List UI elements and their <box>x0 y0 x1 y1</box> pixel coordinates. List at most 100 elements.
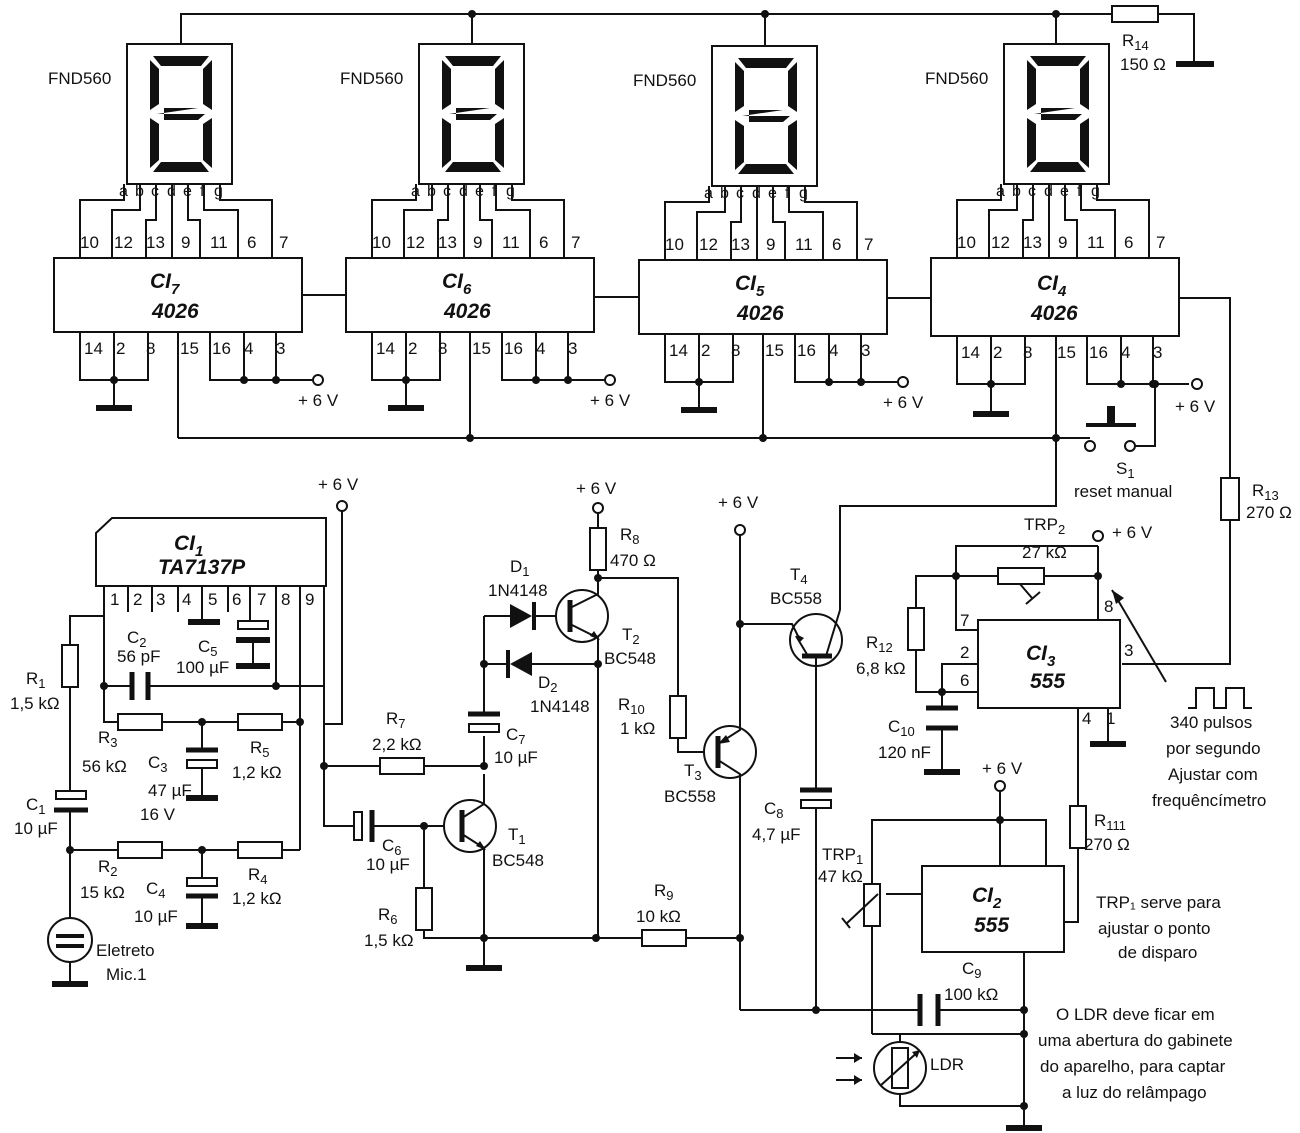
pin-label: 12 <box>114 233 133 252</box>
c9-sub: 9 <box>974 966 981 981</box>
ic-part: 4026 <box>443 300 491 323</box>
c10-ref: C <box>888 717 900 736</box>
r6-value: 1,5 kΩ <box>364 931 414 950</box>
pin-label: 12 <box>406 233 425 252</box>
capacitor-c9: C9 100 kΩ <box>740 959 1028 1026</box>
trp1-sub: 1 <box>856 852 863 867</box>
pin-label: 4 <box>536 339 545 358</box>
d2-ref: D <box>538 673 550 692</box>
pin-label: 3 <box>568 339 577 358</box>
d1-ref: D <box>510 557 522 576</box>
ic-ref: CI <box>1037 272 1059 295</box>
r9-value: 10 kΩ <box>636 907 681 926</box>
r1-ref: R <box>26 669 38 688</box>
r12-value: 6,8 kΩ <box>856 659 906 678</box>
t2-ref: T <box>622 625 632 644</box>
resistor-r14: R14 150 Ω <box>1111 5 1214 74</box>
r8-sub: 8 <box>632 532 639 547</box>
c4-ref: C <box>146 879 158 898</box>
c3-rating: 16 V <box>140 805 176 824</box>
c3-ref: C <box>148 753 160 772</box>
svg-text:R2: R2 <box>98 857 118 879</box>
pin-label: 11 <box>502 233 520 252</box>
svg-text:C10: C10 <box>888 717 915 739</box>
c7-value: 10 µF <box>494 748 538 767</box>
svg-text:CI3: CI3 <box>1026 642 1056 670</box>
r4-value: 1,2 kΩ <box>232 889 282 908</box>
transistor-t1: T1 BC548 <box>443 774 544 971</box>
segment-g-label: g <box>1091 183 1100 200</box>
pin-label: 7 <box>279 233 288 252</box>
r5-value: 1,2 kΩ <box>232 763 282 782</box>
r10-sub: 10 <box>630 702 644 717</box>
display-common-rail <box>180 10 1112 45</box>
c6-value: 10 µF <box>366 855 410 874</box>
pin-label: 5 <box>208 590 217 609</box>
svg-text:R3: R3 <box>98 728 118 750</box>
r3-sub: 3 <box>110 735 117 750</box>
ic-part: 4026 <box>1030 302 1078 325</box>
t3-ref: T <box>684 761 694 780</box>
ic-sub: 5 <box>756 283 765 300</box>
pin-label: 16 <box>504 339 523 358</box>
pulses-line-2: por segundo <box>1166 739 1261 758</box>
svg-text:R14: R14 <box>1122 31 1149 53</box>
r5-ref: R <box>250 738 262 757</box>
ci2-ref: CI <box>972 884 994 907</box>
ic-part: 4026 <box>151 300 199 323</box>
mic-line1: Eletreto <box>96 941 155 960</box>
pin-label: 11 <box>795 235 813 254</box>
switch-s1: S1 reset manual <box>839 336 1172 610</box>
pin-label: 3 <box>1153 343 1162 362</box>
svg-text:T4: T4 <box>790 565 808 587</box>
capacitor-c3: C3 47 µF 16 V <box>140 722 218 824</box>
c9-value: 100 kΩ <box>944 985 998 1004</box>
ci2-sub: 2 <box>992 895 1002 912</box>
resistor-r6: R6 1,5 kΩ <box>364 826 740 950</box>
svg-text:R8: R8 <box>620 525 640 547</box>
trp2-value: 27 kΩ <box>1022 543 1067 562</box>
c1-ref: C <box>26 795 38 814</box>
pin-label: 8 <box>146 339 155 358</box>
pin-label: 11 <box>1087 233 1105 252</box>
pin-label: 9 <box>181 233 190 252</box>
ldr-sensor: LDR <box>836 1030 1028 1110</box>
pin-label: 15 <box>765 341 784 360</box>
supply-label-t4: + 6 V <box>718 493 759 512</box>
supply-label-ci2: + 6 V <box>982 759 1023 778</box>
transistor-t2: T2 BC548 <box>555 578 656 938</box>
c3-value: 47 µF <box>148 781 192 800</box>
c4-value: 10 µF <box>134 907 178 926</box>
pin-label: 7 <box>571 233 580 252</box>
r10-ref: R <box>618 695 630 714</box>
supply-label: + 6 V <box>298 391 339 410</box>
pin-label: 4 <box>182 590 191 609</box>
t4-ref: T <box>790 565 800 584</box>
r4-sub: 4 <box>260 872 267 887</box>
svg-text:D2: D2 <box>538 673 558 695</box>
pin-label: 9 <box>305 590 314 609</box>
trp1-ref: TRP <box>822 845 856 864</box>
svg-text:CI7: CI7 <box>150 270 180 298</box>
c6-sub: 6 <box>394 843 401 858</box>
pin-label: 1 <box>110 590 119 609</box>
ic-ci1: CI1 TA7137P 1 2 3 4 5 6 7 8 9 + 6 V <box>69 475 359 850</box>
mic-line2: Mic.1 <box>106 965 147 984</box>
segment-g-label: g <box>214 183 223 200</box>
svg-text:C3: C3 <box>148 753 168 775</box>
pin-label: 6 <box>960 671 969 690</box>
ic-ref: CI <box>735 272 757 295</box>
ldr-note-line-2: uma abertura do gabinete <box>1038 1031 1233 1050</box>
reset-bus <box>178 434 1090 442</box>
ldr-note-line-4: a luz do relâmpago <box>1062 1083 1207 1102</box>
pin-label: 4 <box>244 339 253 358</box>
svg-text:CI5: CI5 <box>735 272 765 300</box>
t1-sub: 1 <box>518 832 525 847</box>
ldr-note: O LDR deve ficar em uma abertura do gabi… <box>1038 1005 1233 1102</box>
svg-text:R6: R6 <box>378 905 398 927</box>
ldr-note-line-1: O LDR deve ficar em <box>1056 1005 1215 1024</box>
r13-ref: R <box>1252 481 1264 500</box>
pin-label: 3 <box>276 339 285 358</box>
ic-part: 4026 <box>736 302 784 325</box>
resistor-r13: R13 270 Ω <box>1122 297 1292 665</box>
